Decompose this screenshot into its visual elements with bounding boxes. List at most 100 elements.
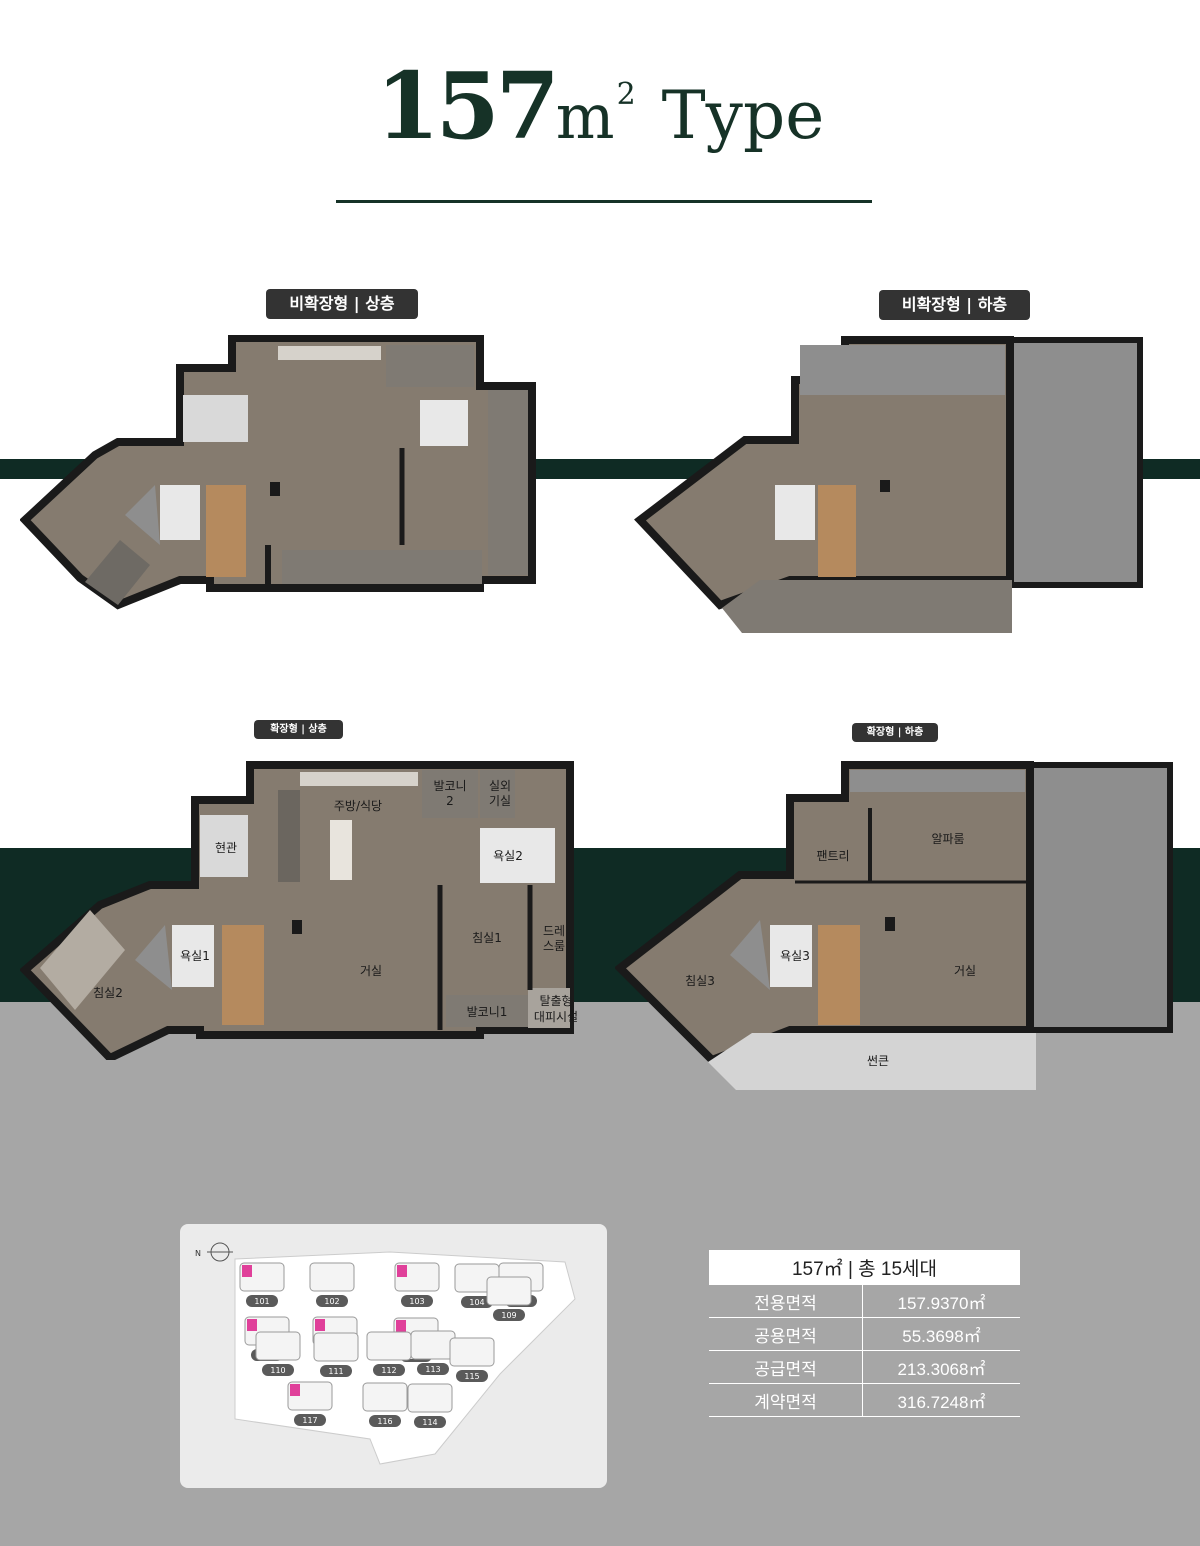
plan4-wedge-gray	[730, 920, 770, 990]
room-bath3: 욕실3	[780, 949, 810, 963]
room-escape-line1: 탈출형	[539, 994, 572, 1008]
plan2-stairs	[818, 485, 856, 577]
plan1-bath-left	[160, 485, 200, 540]
plan2-bath	[775, 485, 815, 540]
plan2-sunken-terrace	[722, 580, 1012, 633]
plan3-outdoor-tile	[480, 770, 515, 818]
room-bath2: 욕실2	[493, 849, 523, 863]
plan4-stairs	[818, 925, 860, 1025]
building-highlight	[247, 1319, 257, 1331]
building-label: 113	[425, 1365, 440, 1374]
building-label: 104	[469, 1298, 484, 1307]
building-label-pill	[493, 1309, 525, 1321]
site-keymap-svg: N 10110210310410510610710810911011111211…	[195, 1242, 576, 1465]
plan1-wall-outline	[20, 335, 536, 610]
building-label: 101	[254, 1297, 269, 1306]
plan3-bed2-light	[40, 910, 125, 1010]
area-value: 213.3068㎡	[862, 1350, 1020, 1384]
room-balcony1: 발코니1	[467, 1005, 508, 1019]
building-shape	[313, 1332, 359, 1362]
building-label: 114	[422, 1418, 437, 1427]
building-label: 103	[409, 1297, 424, 1306]
plan4-bath3	[770, 925, 812, 987]
building-label: 116	[377, 1417, 392, 1426]
building-label-pill	[461, 1296, 493, 1308]
plan3-bath2	[480, 828, 555, 883]
plan4-gray-block	[1027, 762, 1173, 1033]
plan3-kitchen-island	[330, 820, 352, 880]
building-label-pill	[369, 1415, 401, 1427]
label-nonext-upper: 비확장형 | 상층	[266, 289, 418, 319]
building-label-pill	[246, 1295, 278, 1307]
area-row: 계약면적 316.7248㎡	[709, 1383, 1020, 1417]
room-balcony2-line1: 발코니	[433, 779, 466, 793]
room-pantry: 팬트리	[816, 849, 849, 863]
plan3-wedge-gray	[135, 925, 172, 990]
area-row: 전용면적 157.9370㎡	[709, 1285, 1020, 1318]
room-escape-line2: 대피시설	[534, 1010, 578, 1024]
building-shape	[407, 1383, 453, 1413]
building-label-pill	[456, 1370, 488, 1382]
area-row: 공용면적 55.3698㎡	[709, 1317, 1020, 1351]
building-label-pill	[401, 1295, 433, 1307]
building-label: 112	[381, 1366, 396, 1375]
area-label: 전용면적	[709, 1285, 863, 1318]
building-shape	[449, 1337, 495, 1367]
building-shape	[366, 1331, 412, 1361]
building-label-pill	[414, 1416, 446, 1428]
room-bed2: 침실2	[93, 986, 123, 1000]
plan4-column	[885, 917, 895, 931]
plan3-entrance-tile	[200, 815, 248, 877]
plan3-bath1	[172, 925, 214, 987]
building-shape	[309, 1262, 355, 1292]
area-label: 공급면적	[709, 1350, 863, 1384]
room-dress-line2: 스룸	[543, 939, 565, 953]
plan3-balcony2-tile	[422, 770, 478, 818]
title-underline	[336, 200, 872, 203]
plan3-balcony1-tile	[446, 995, 528, 1027]
room-kitchen: 주방/식당	[334, 799, 382, 813]
plan3-wall-bar	[278, 790, 300, 882]
plan2-gray-block	[1005, 337, 1143, 588]
building-label: 110	[270, 1366, 285, 1375]
plan4-wall-outline	[615, 761, 1034, 1065]
plan1-wedge-gray	[125, 485, 160, 545]
building-highlight	[396, 1320, 406, 1332]
building-shape	[410, 1330, 456, 1360]
building-label: 115	[464, 1372, 479, 1381]
area-value: 55.3698㎡	[862, 1317, 1020, 1351]
building-label-pill	[320, 1365, 352, 1377]
plan4-top-gray	[850, 770, 1025, 792]
area-label: 공용면적	[709, 1317, 863, 1351]
title-number: 157	[375, 52, 560, 160]
plan3-column	[292, 920, 302, 934]
plan1-diag-balcony-tile	[85, 540, 150, 605]
building-markers: 1011021031041051061071081091101111121131…	[239, 1262, 544, 1428]
building-shape	[255, 1331, 301, 1361]
area-value: 316.7248㎡	[862, 1383, 1020, 1417]
building-label: 102	[324, 1297, 339, 1306]
label-nonext-lower: 비확장형 | 하층	[879, 290, 1030, 320]
building-label-pill	[316, 1295, 348, 1307]
plan2-top-gray	[800, 345, 1005, 395]
building-shape	[362, 1382, 408, 1412]
plan3-escape-tile	[528, 988, 570, 1028]
room-bed1: 침실1	[472, 931, 502, 945]
room-bed3: 침실3	[685, 974, 715, 988]
title-unit: m	[555, 80, 615, 153]
label-ext-upper: 확장형 | 상층	[254, 720, 343, 739]
building-label: 117	[302, 1416, 317, 1425]
plan1-bath-top	[420, 400, 468, 446]
building-highlight	[242, 1265, 252, 1277]
title-type: Type	[661, 77, 825, 154]
area-table: 157㎡ | 총 15세대 전용면적 157.9370㎡ 공용면적 55.369…	[709, 1250, 1020, 1417]
floorplan-ext-upper: 주방/식당 발코니 2 실외 기실 현관 욕실2 욕실1 거실 침실1 드레 스…	[20, 761, 578, 1060]
room-alpha: 알파룸	[931, 832, 964, 846]
plan3-stairs	[222, 925, 264, 1025]
room-sunken: 썬큰	[867, 1054, 889, 1068]
area-table-header-row: 157㎡ | 총 15세대	[709, 1250, 1020, 1285]
room-living: 거실	[360, 964, 382, 978]
plan1-balcony-top-tile	[386, 345, 474, 387]
title-unit-superscript: 2	[616, 77, 636, 112]
